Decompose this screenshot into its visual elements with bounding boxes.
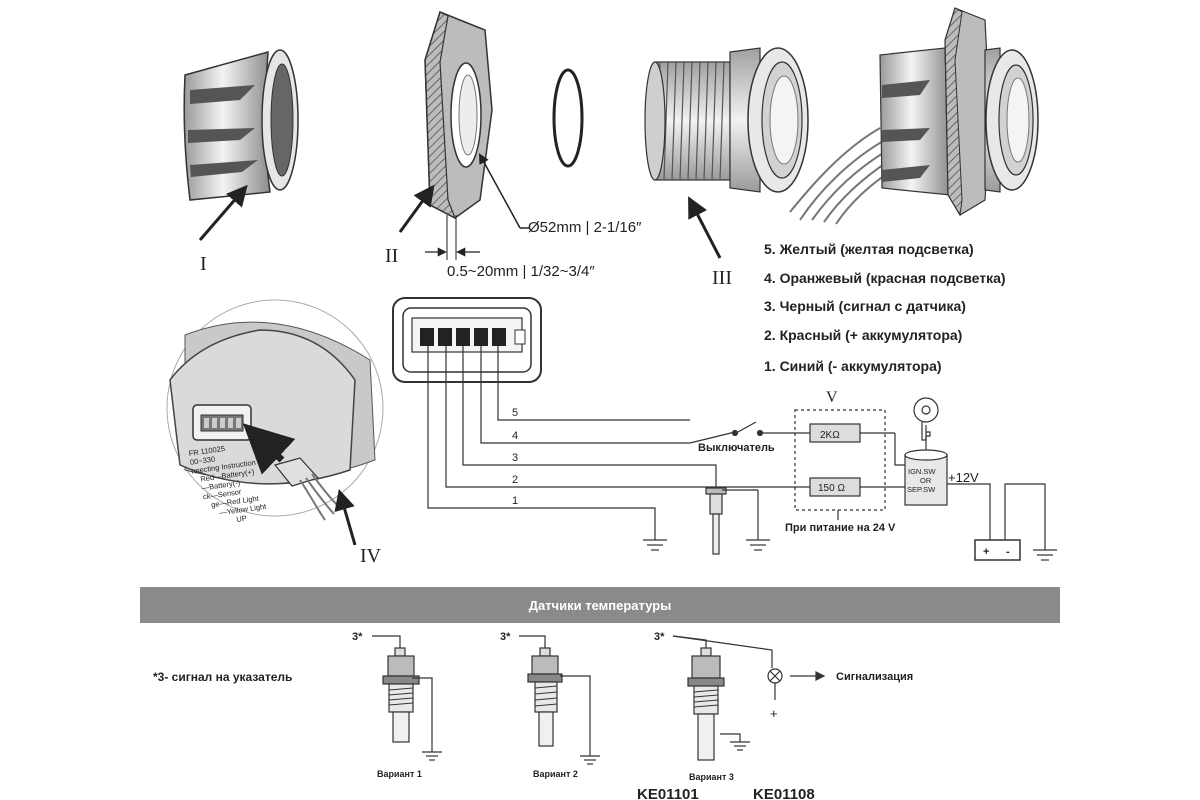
part-i-label: I bbox=[200, 253, 207, 275]
legend-wire-1: 1. Синий (- аккумулятора) bbox=[764, 358, 942, 374]
thickness-dimension: 0.5~20mm | 1/32~3/4″ bbox=[447, 263, 595, 280]
part-iv-label: IV bbox=[360, 545, 382, 567]
ign-label-2: OR bbox=[920, 476, 932, 485]
sensor-variant-2 bbox=[519, 635, 600, 765]
switch-label: Выключатель bbox=[698, 442, 775, 454]
legend-wire-4: 4. Оранжевый (красная подсветка) bbox=[764, 270, 1006, 286]
sensor-footnote: *3- сигнал на указатель bbox=[153, 670, 292, 684]
inset-line-2: 00~330 bbox=[189, 454, 215, 466]
battery-minus: - bbox=[1006, 546, 1010, 558]
inset-line-9: UP bbox=[236, 514, 248, 524]
ign-label-1: IGN.SW bbox=[908, 467, 936, 476]
sensors-banner bbox=[140, 587, 1060, 623]
part-i-nut bbox=[183, 49, 299, 241]
variant-2-marker: 3* bbox=[500, 631, 511, 643]
model-code-2: KE01108 bbox=[753, 786, 815, 800]
part-ii-bracket bbox=[398, 11, 530, 260]
sensor-variant-3 bbox=[672, 635, 826, 761]
wire-number-3: 3 bbox=[512, 452, 518, 464]
legend-wire-2: 2. Красный (+ аккумулятора) bbox=[764, 327, 962, 343]
variant-3-marker: 3* bbox=[654, 631, 665, 643]
ign-label-3: SEP.SW bbox=[907, 485, 936, 494]
o-ring bbox=[552, 68, 584, 168]
wire-number-4: 4 bbox=[512, 430, 518, 442]
part-iii-gauge-body bbox=[644, 47, 809, 259]
part-v-label: V bbox=[826, 389, 838, 406]
wire-legend: 5. Желтый (желтая подсветка) 4. Оранжевы… bbox=[764, 241, 1006, 374]
sensor-variant-1 bbox=[372, 635, 442, 761]
battery-plus: + bbox=[983, 546, 989, 558]
wire-number-2: 2 bbox=[512, 474, 518, 486]
voltage-label: +12V bbox=[948, 470, 979, 485]
resistor-150-label: 150 Ω bbox=[818, 483, 845, 494]
alarm-label: Сигнализация bbox=[836, 671, 913, 683]
alarm-plus: + bbox=[770, 706, 778, 721]
model-code-1: KE01101 bbox=[637, 786, 699, 800]
connector-inset: FR 110025 00~330 nnecting Instruction Re… bbox=[166, 299, 384, 546]
variant-2-label: Вариант 2 bbox=[533, 769, 578, 779]
sensors-banner-title: Датчики температуры bbox=[529, 598, 672, 613]
part-ii-label: II bbox=[385, 245, 398, 267]
part-iii-label: III bbox=[712, 267, 732, 289]
connector-block bbox=[392, 297, 542, 383]
variant-1-marker: 3* bbox=[352, 631, 363, 643]
legend-wire-5: 5. Желтый (желтая подсветка) bbox=[764, 241, 974, 257]
note-24v: При питание на 24 V bbox=[785, 522, 896, 534]
variant-3-label: Вариант 3 bbox=[689, 772, 734, 782]
legend-wire-3: 3. Черный (сигнал с датчика) bbox=[764, 298, 966, 314]
wiring-labels: 5 4 3 2 1 Выключатель 2KΩ 150 Ω IGN.SW O… bbox=[512, 407, 1010, 558]
wire-number-1: 1 bbox=[512, 495, 518, 507]
variant-1-label: Вариант 1 bbox=[377, 769, 422, 779]
wire-number-5: 5 bbox=[512, 407, 518, 419]
resistor-2k-label: 2KΩ bbox=[820, 430, 840, 441]
diameter-dimension: Ø52mm | 2-1/16″ bbox=[528, 219, 642, 236]
wiring-schematic bbox=[427, 346, 1057, 561]
assembled-gauge bbox=[789, 7, 1039, 225]
